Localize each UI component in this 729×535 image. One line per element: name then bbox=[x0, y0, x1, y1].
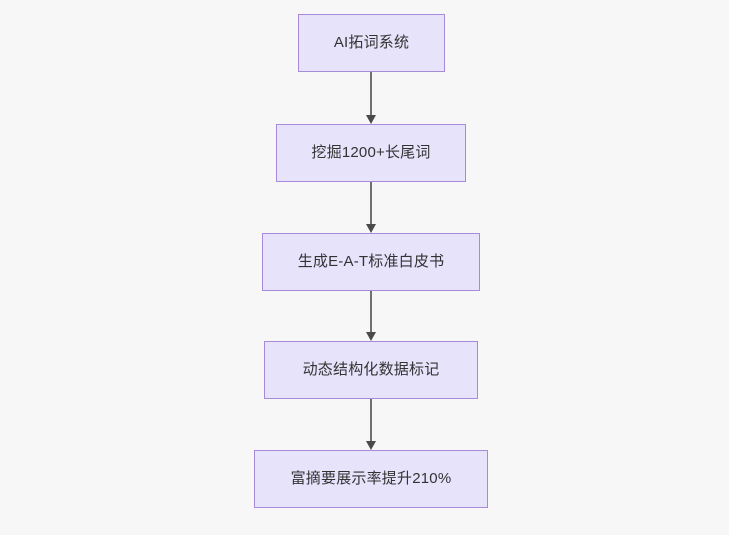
flow-connector bbox=[361, 291, 381, 341]
flow-node[interactable]: 富摘要展示率提升210% bbox=[254, 450, 488, 508]
flow-connector bbox=[361, 182, 381, 233]
flow-node-label: 动态结构化数据标记 bbox=[302, 361, 440, 378]
connector-line bbox=[370, 399, 372, 442]
flow-node[interactable]: 动态结构化数据标记 bbox=[264, 341, 478, 399]
flow-node-label: 富摘要展示率提升210% bbox=[290, 470, 452, 487]
flow-connector bbox=[361, 399, 381, 450]
flow-node[interactable]: AI拓词系统 bbox=[298, 14, 445, 72]
connector-line bbox=[370, 291, 372, 333]
flow-node[interactable]: 挖掘1200+长尾词 bbox=[276, 124, 466, 182]
flow-node[interactable]: 生成E-A-T标准白皮书 bbox=[262, 233, 480, 291]
flow-connector bbox=[361, 72, 381, 124]
connector-line bbox=[370, 72, 372, 116]
flow-node-label: AI拓词系统 bbox=[333, 34, 410, 51]
arrow-down-icon bbox=[366, 441, 376, 450]
arrow-down-icon bbox=[366, 115, 376, 124]
arrow-down-icon bbox=[366, 332, 376, 341]
flow-node-label: 生成E-A-T标准白皮书 bbox=[297, 253, 445, 270]
connector-line bbox=[370, 182, 372, 225]
flow-node-label: 挖掘1200+长尾词 bbox=[311, 144, 431, 161]
arrow-down-icon bbox=[366, 224, 376, 233]
